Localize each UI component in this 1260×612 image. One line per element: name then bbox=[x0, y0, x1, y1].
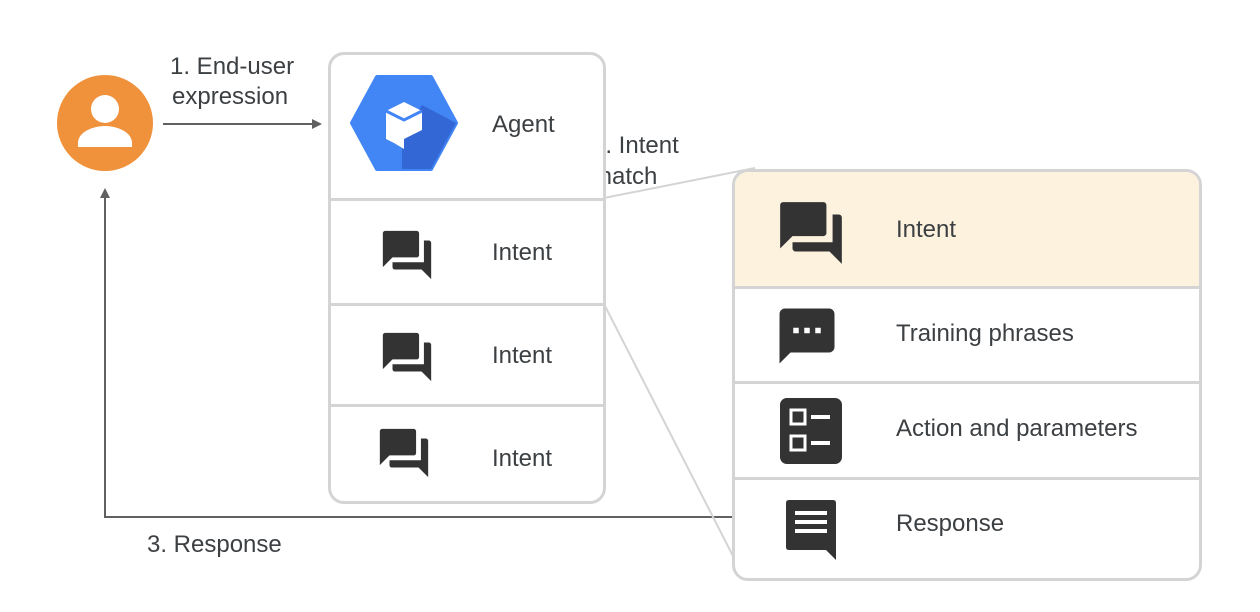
forum-icon bbox=[382, 332, 432, 382]
agent-intent-label: Intent bbox=[492, 342, 553, 369]
divider bbox=[735, 381, 1199, 384]
dialogflow-hexagon-icon bbox=[350, 75, 458, 171]
response-label: Response bbox=[896, 510, 1005, 537]
divider bbox=[331, 303, 603, 306]
training-phrases-label: Training phrases bbox=[896, 320, 1074, 347]
divider bbox=[735, 286, 1199, 289]
zoom-guide-bottom bbox=[603, 303, 735, 559]
step3-label: 3. Response bbox=[147, 531, 282, 558]
agent-intent-label: Intent bbox=[492, 445, 553, 472]
step1-label-line2: expression bbox=[172, 83, 289, 110]
zoom-guide-top bbox=[603, 167, 756, 199]
message-icon bbox=[786, 500, 836, 560]
divider bbox=[331, 198, 603, 201]
forum-icon bbox=[780, 202, 842, 264]
forum-icon bbox=[382, 230, 432, 280]
checklist-icon bbox=[780, 398, 842, 464]
divider bbox=[331, 404, 603, 407]
action-parameters-label: Action and parameters bbox=[896, 415, 1138, 442]
arrow-response-to-user bbox=[100, 188, 734, 518]
step1-label-line1: 1. End-user bbox=[170, 53, 295, 80]
user-avatar-icon bbox=[57, 75, 153, 171]
step2-label-line1: 2. Intent bbox=[592, 132, 679, 159]
agent-intent-label: Intent bbox=[492, 239, 553, 266]
divider bbox=[735, 477, 1199, 480]
sms-bubble-icon bbox=[779, 308, 835, 364]
detail-header-label: Intent bbox=[896, 216, 957, 243]
forum-icon bbox=[379, 428, 429, 478]
agent-label: Agent bbox=[492, 111, 555, 138]
